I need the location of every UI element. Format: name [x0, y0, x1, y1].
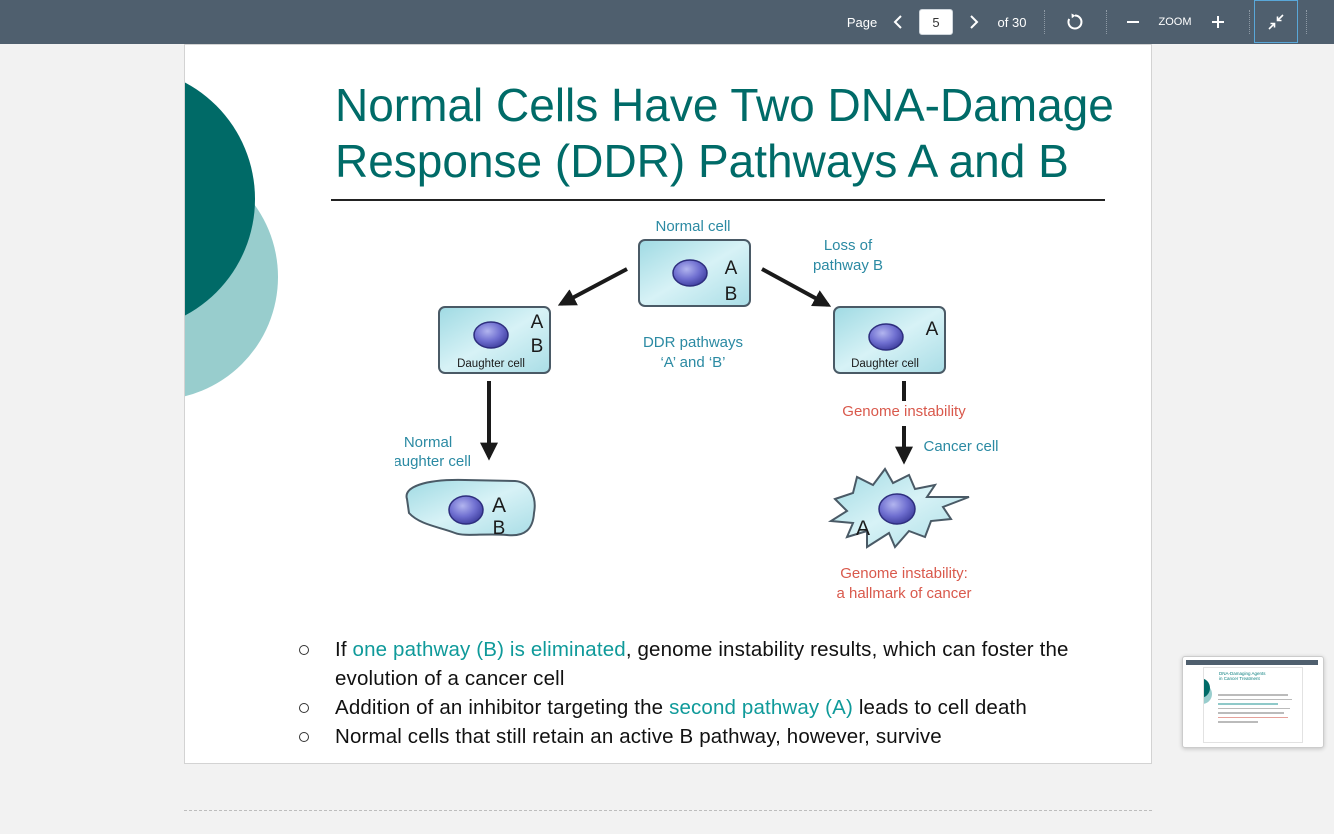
plus-icon [1212, 16, 1224, 28]
normal-cell-label: Normal cell [655, 218, 730, 235]
reset-view-button[interactable] [1060, 0, 1090, 44]
normal-daughter-label-line1: Normal [404, 434, 452, 451]
nucleus [878, 493, 916, 525]
chevron-left-icon [893, 15, 902, 29]
loss-of-pathway-label-line2: pathway B [813, 257, 883, 274]
nucleus [672, 259, 708, 287]
bullet-text: leads to cell death [852, 696, 1027, 719]
slide-title-line2: Response (DDR) Pathways A and B [335, 135, 1069, 187]
ddr-pathways-label-line2: ‘A’ and ‘B’ [660, 354, 725, 371]
hallmark-label-line2: a hallmark of cancer [836, 585, 971, 602]
pathway-b-letter: B [725, 284, 738, 305]
arrow-right [761, 267, 832, 307]
bullet-item: If one pathway (B) is eliminated, genome… [291, 635, 1141, 693]
page-label: Page [846, 14, 878, 30]
bullet-highlight: second pathway (A) [669, 696, 853, 719]
pathway-b-letter: B [531, 336, 544, 357]
nucleus [448, 495, 484, 525]
thumbnail-title-line2: in Cancer Treatment [1219, 676, 1260, 681]
normal-daughter-label-line2: daughter cell [395, 453, 471, 470]
exit-fullscreen-button[interactable] [1254, 0, 1298, 43]
arrow-left [557, 267, 628, 306]
title-underline [331, 199, 1105, 201]
toolbar-divider [1106, 10, 1107, 34]
bullet-highlight: one pathway (B) is eliminated [352, 638, 626, 661]
slide-bullet-list: If one pathway (B) is eliminated, genome… [291, 635, 1141, 751]
circle-bullet-icon [299, 703, 309, 713]
page-count-label: of 30 [997, 14, 1027, 30]
genome-instability-label: Genome instability [842, 403, 966, 420]
thumbnail-title-line1: DNA-Damaging Agents [1219, 671, 1266, 676]
collapse-arrows-icon [1268, 13, 1284, 30]
next-slide-thumbnail[interactable]: DNA-Damaging Agents in Cancer Treatment [1182, 656, 1324, 748]
thumbnail-page [1203, 667, 1303, 743]
bullet-text: , genome instability results, which can … [335, 638, 1069, 690]
nucleus [868, 323, 904, 351]
loss-of-pathway-label-line1: Loss of [824, 237, 873, 254]
slide-title-line1: Normal Cells Have Two DNA-Damage [335, 79, 1114, 131]
rotate-icon [1067, 13, 1083, 30]
pathway-a-letter: A [926, 319, 939, 340]
thumbnail-toolbar [1186, 660, 1318, 665]
presentation-toolbar: Page of 30 ZOOM [0, 0, 1334, 44]
nucleus [473, 321, 509, 349]
daughter-cell-label: Daughter cell [457, 358, 525, 370]
bullet-item: Addition of an inhibitor targeting the s… [291, 693, 1141, 722]
slide-title: Normal Cells Have Two DNA-Damage Respons… [335, 77, 1151, 189]
zoom-in-button[interactable] [1204, 0, 1232, 44]
chevron-right-icon [970, 15, 979, 29]
next-page-button[interactable] [960, 0, 988, 44]
bullet-text: Normal cells that still retain an active… [335, 725, 942, 748]
pathway-b-letter: B [493, 518, 506, 539]
minus-icon [1127, 21, 1139, 23]
page-number-input[interactable] [919, 9, 953, 35]
pathway-a-letter: A [492, 494, 506, 517]
zoom-out-button[interactable] [1120, 0, 1146, 44]
toolbar-divider [1306, 10, 1307, 34]
thumbnail-title: DNA-Damaging Agents in Cancer Treatment [1219, 671, 1266, 681]
bullet-text: If [335, 638, 353, 661]
ddr-pathway-diagram: Normal cell A B Loss of pathway B DDR pa… [395, 218, 999, 602]
slide-decoration [185, 82, 278, 397]
zoom-label: ZOOM [1158, 16, 1192, 28]
pathway-a-letter: A [531, 312, 544, 333]
previous-page-button[interactable] [884, 0, 912, 44]
bullet-item: Normal cells that still retain an active… [291, 722, 1141, 751]
hallmark-label-line1: Genome instability: [840, 565, 968, 582]
pathway-a-letter: A [725, 258, 738, 279]
toolbar-divider [1249, 10, 1250, 34]
toolbar-divider [1044, 10, 1045, 34]
daughter-cell-label: Daughter cell [851, 358, 919, 370]
pathway-a-letter: A [856, 517, 870, 540]
circle-bullet-icon [299, 645, 309, 655]
circle-bullet-icon [299, 732, 309, 742]
bullet-text: Addition of an inhibitor targeting the [335, 696, 670, 719]
cancer-cell-label: Cancer cell [923, 438, 998, 455]
thumbnail-decoration [1204, 678, 1212, 704]
ddr-pathways-label-line1: DDR pathways [643, 334, 743, 351]
page-divider [184, 810, 1152, 811]
slide-page: Normal Cells Have Two DNA-Damage Respons… [184, 44, 1152, 764]
